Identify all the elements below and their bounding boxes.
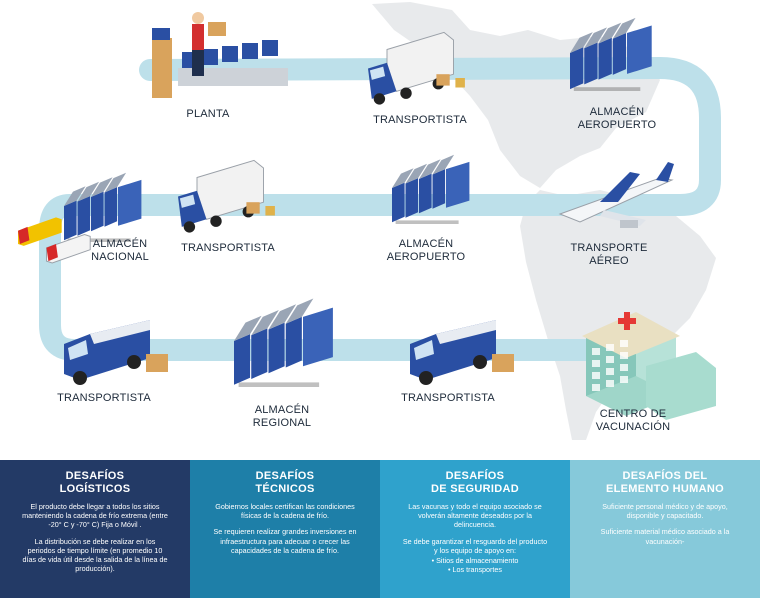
node-label-almacen-aeropuerto-2: ALMACÉN AEROPUERTO	[386, 238, 466, 264]
node-label-almacen-nacional: ALMACÉN NACIONAL	[82, 238, 158, 264]
node-label-transportista-4: TRANSPORTISTA	[400, 392, 496, 405]
node-label-transportista-3: TRANSPORTISTA	[56, 392, 152, 405]
challenge-panel-2: DESAFÍOS TÉCNICOS Gobiernos locales certi…	[190, 460, 380, 598]
node-label-planta: PLANTA	[172, 108, 244, 121]
panel-paragraph: El producto debe llegar a todos los siti…	[10, 502, 180, 530]
panel-paragraph: Las vacunas y todo el equipo asociado se…	[390, 502, 560, 530]
panel-list-item: • Los transportes	[390, 565, 560, 574]
challenge-panel-3: DESAFÍOS DE SEGURIDAD Las vacunas y todo …	[380, 460, 570, 598]
node-label-almacen-aeropuerto-1: ALMACÉN AEROPUERTO	[572, 106, 662, 132]
node-label-almacen-regional: ALMACÉN REGIONAL	[240, 404, 324, 430]
node-label-transportista-2: TRANSPORTISTA	[180, 242, 276, 255]
panel-title: DESAFÍOS LOGÍSTICOS	[10, 470, 180, 496]
node-label-centro-vacunacion: CENTRO DE VACUNACIÓN	[588, 408, 678, 434]
panel-body: Las vacunas y todo el equipo asociado se…	[390, 502, 560, 574]
panel-title: DESAFÍOS DEL ELEMENTO HUMANO	[580, 470, 750, 496]
panel-body: Suficiente personal médico y de apoyo, d…	[580, 502, 750, 546]
truck-icon	[178, 160, 275, 232]
panel-list-item: • Sitios de almacenamiento	[390, 556, 560, 565]
factory-worker-icon	[152, 12, 288, 98]
panel-title: DESAFÍOS DE SEGURIDAD	[390, 470, 560, 496]
node-label-transporte-aereo: TRANSPORTE AÉREO	[564, 242, 654, 268]
panel-paragraph: Se debe garantizar el resguardo del prod…	[390, 537, 560, 555]
hub-warehouse-icon	[234, 298, 333, 387]
supply-chain-diagram	[0, 0, 760, 460]
hospital-icon	[582, 312, 716, 420]
panel-body: El producto debe llegar a todos los siti…	[10, 502, 180, 573]
challenges-panels: DESAFÍOS LOGÍSTICOS El producto debe lleg…	[0, 460, 760, 598]
panel-paragraph: Suficiente material médico asociado a la…	[580, 527, 750, 545]
panel-paragraph: La distribución se debe realizar en los …	[10, 537, 180, 574]
panel-paragraph: Gobiernos locales certifican las condici…	[200, 502, 370, 520]
panel-body: Gobiernos locales certifican las condici…	[200, 502, 370, 555]
truck-icon	[368, 32, 465, 104]
challenge-panel-4: DESAFÍOS DEL ELEMENTO HUMANO Suficiente p…	[570, 460, 760, 598]
panel-title: DESAFÍOS TÉCNICOS	[200, 470, 370, 496]
panel-paragraph: Se requieren realizar grandes inversione…	[200, 527, 370, 555]
node-label-transportista-1: TRANSPORTISTA	[372, 114, 468, 127]
challenge-panel-1: DESAFÍOS LOGÍSTICOS El producto debe lleg…	[0, 460, 190, 598]
panel-paragraph: Suficiente personal médico y de apoyo, d…	[580, 502, 750, 520]
warehouse-icon	[64, 173, 141, 242]
